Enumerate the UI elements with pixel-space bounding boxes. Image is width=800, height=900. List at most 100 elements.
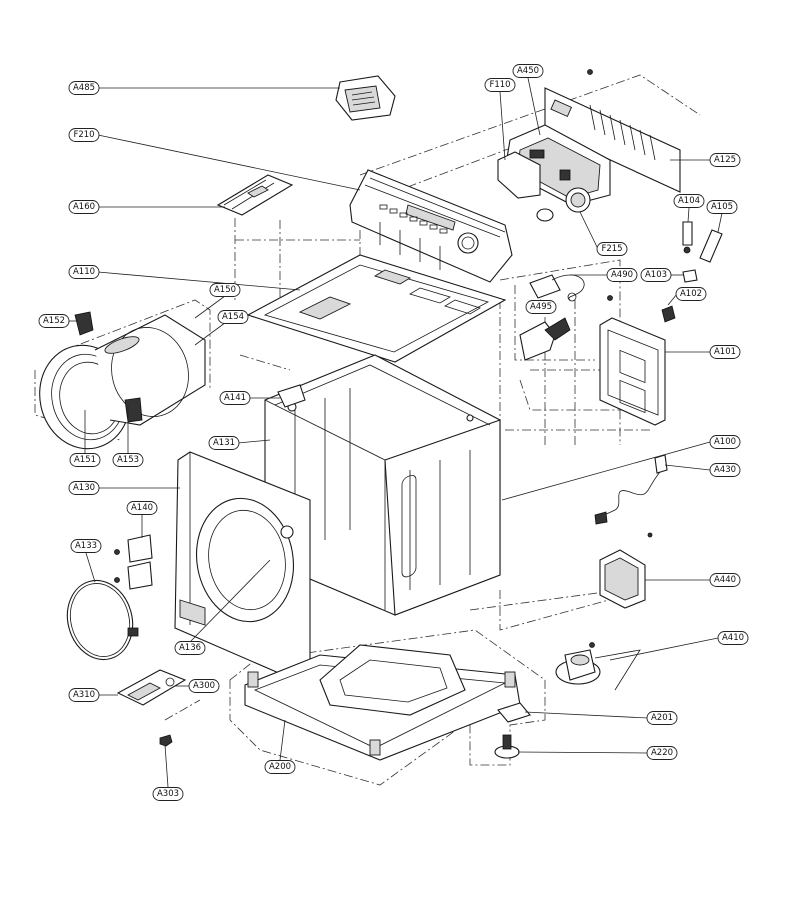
callout-a150: A150: [209, 283, 241, 297]
callout-a153: A153: [112, 453, 144, 467]
callout-a125: A125: [709, 153, 741, 167]
part-a201-bracket: [497, 702, 531, 723]
callout-a100: A100: [709, 435, 741, 449]
svg-text:A105: A105: [711, 202, 733, 212]
part-a125-rear-cover: [544, 87, 681, 193]
callout-a133: A133: [70, 539, 102, 553]
callout-a152: A152: [38, 314, 70, 328]
callout-a440: A440: [709, 573, 741, 587]
svg-text:A131: A131: [213, 438, 235, 448]
callout-a131: A131: [208, 436, 240, 450]
svg-text:A490: A490: [611, 270, 633, 280]
part-f215-knob: [536, 187, 591, 222]
callout-a160: A160: [68, 200, 100, 214]
part-a140-hinges: [114, 534, 153, 590]
svg-text:A136: A136: [179, 643, 201, 653]
svg-text:A495: A495: [530, 302, 552, 312]
part-a152-latch: [74, 311, 94, 336]
svg-text:A150: A150: [214, 285, 236, 295]
svg-text:A200: A200: [269, 762, 291, 772]
part-a200-base: [244, 644, 521, 761]
svg-text:A151: A151: [74, 455, 96, 465]
callout-a103: A103: [640, 268, 672, 282]
part-a490-harness: [529, 274, 585, 302]
callout-a220: A220: [646, 746, 678, 760]
part-a300-filter-cover: [116, 669, 187, 706]
callout-a201: A201: [646, 711, 678, 725]
callout-labels: A485 F210 A160 A110 A152 A150 A154 A151: [38, 64, 749, 801]
svg-text:A201: A201: [651, 713, 673, 723]
svg-text:A152: A152: [43, 316, 65, 326]
svg-text:A220: A220: [651, 748, 673, 758]
part-a440-drain-pump: [599, 532, 653, 609]
callout-a310: A310: [68, 688, 100, 702]
svg-text:A450: A450: [517, 66, 539, 76]
svg-text:A300: A300: [193, 681, 215, 691]
callout-a495: A495: [525, 300, 557, 314]
svg-text:A130: A130: [73, 483, 95, 493]
svg-text:A160: A160: [73, 202, 95, 212]
part-a430-power-cord: [594, 454, 668, 525]
svg-text:A125: A125: [714, 155, 736, 165]
svg-text:A154: A154: [222, 312, 244, 322]
part-a102-cap: [661, 305, 676, 323]
svg-text:A303: A303: [157, 789, 179, 799]
svg-text:A104: A104: [678, 196, 700, 206]
callout-a130: A130: [68, 481, 100, 495]
callout-f210: F210: [68, 128, 100, 142]
part-a104-valve: [682, 221, 693, 254]
callout-f110: F110: [484, 78, 516, 92]
callout-f215: F215: [596, 242, 628, 256]
part-a103-clip: [682, 269, 698, 283]
screws: [587, 69, 613, 648]
svg-text:F210: F210: [73, 130, 94, 140]
svg-text:A410: A410: [722, 633, 744, 643]
callout-a200: A200: [264, 760, 296, 774]
callout-a300: A300: [188, 679, 220, 693]
callout-a154: A154: [217, 310, 249, 324]
svg-text:A140: A140: [131, 503, 153, 513]
svg-text:A133: A133: [75, 541, 97, 551]
part-a220-leg: [494, 734, 520, 759]
svg-text:F215: F215: [601, 244, 622, 254]
leader-lines: [68, 77, 723, 788]
callout-a102: A102: [675, 287, 707, 301]
callout-a430: A430: [709, 463, 741, 477]
svg-text:A103: A103: [645, 270, 667, 280]
callout-a136: A136: [174, 641, 206, 655]
svg-text:A430: A430: [714, 465, 736, 475]
part-f110-bracket: [497, 151, 541, 199]
callout-a101: A101: [709, 345, 741, 359]
callout-a151: A151: [69, 453, 101, 467]
part-a303-screw: [159, 734, 173, 747]
part-a101-back-panel: [599, 317, 666, 426]
part-a141-bracket: [277, 384, 306, 408]
svg-text:A101: A101: [714, 347, 736, 357]
svg-text:A141: A141: [224, 393, 246, 403]
svg-text:A102: A102: [680, 289, 702, 299]
callout-a490: A490: [606, 268, 638, 282]
callout-a303: A303: [152, 787, 184, 801]
callout-a450: A450: [512, 64, 544, 78]
part-a485-control-unit: [335, 75, 396, 121]
part-a495-valve-assembly: [519, 317, 571, 361]
part-a133-clamp-ring: [66, 579, 139, 661]
svg-text:A440: A440: [714, 575, 736, 585]
part-a410-motor-mount: [555, 649, 641, 691]
part-a160-dispenser-drawer: [216, 174, 294, 216]
svg-text:F110: F110: [489, 80, 510, 90]
svg-text:A485: A485: [73, 83, 95, 93]
part-a105-sensor: [699, 229, 723, 263]
callout-a140: A140: [126, 501, 158, 515]
part-a100-cabinet: [264, 354, 501, 616]
part-a110-top-plate: [246, 254, 507, 363]
svg-text:A153: A153: [117, 455, 139, 465]
part-f210-control-panel: [349, 169, 513, 283]
svg-text:A110: A110: [73, 267, 95, 277]
svg-text:A310: A310: [73, 690, 95, 700]
callout-a141: A141: [219, 391, 251, 405]
part-a153-door-hinge-frame: [94, 314, 206, 426]
callout-a110: A110: [68, 265, 100, 279]
callout-a104: A104: [673, 194, 705, 208]
